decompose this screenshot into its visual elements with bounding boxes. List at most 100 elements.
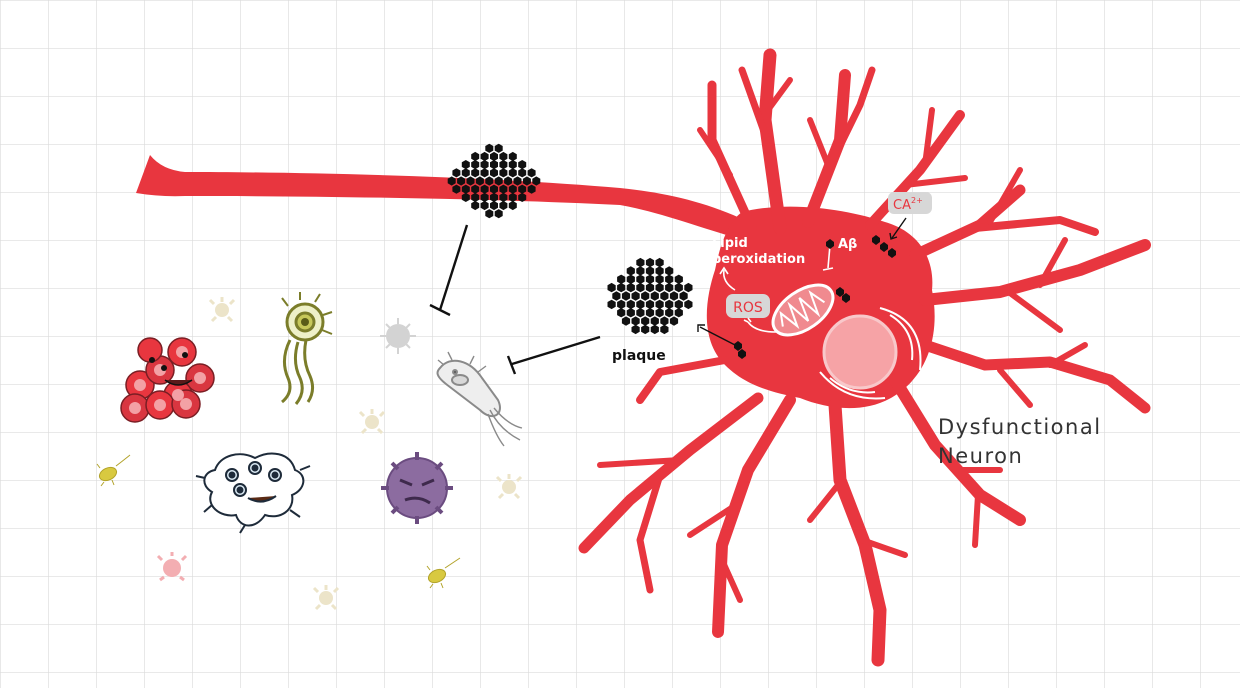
plaque-particle [626,299,635,310]
plaque-particle [650,324,659,335]
plaque-particle [650,291,659,301]
plaque-particle [480,184,489,194]
abeta-label: Aβ [838,237,857,252]
ros-label: ROS [733,300,763,316]
plaque-particle [485,176,494,186]
plaque-particle [636,308,645,318]
plaque-particle [457,176,466,186]
plaque-particle [617,274,626,284]
calcium-label: CA2+ [893,196,923,213]
microglia-microbe [195,452,311,534]
plaque-particle [518,160,527,170]
flagellated-microbe [280,292,333,405]
plaque-particle [499,151,508,162]
plaque-particle [499,200,508,211]
plaque-particle [499,184,508,194]
plaque-particle [499,160,508,170]
plaque-particle [494,176,503,186]
plaque-particle [674,282,683,293]
mitochondrion [771,283,835,337]
beige-microbe-1 [208,297,236,323]
plaque-particle [499,168,508,178]
plaque-particle [612,291,621,301]
plaque-particle [684,299,693,310]
nucleus [819,307,922,400]
ros-box: ROS [726,294,770,318]
plaque-particle [617,282,626,293]
plaque-particle [626,308,635,318]
plaque-particle [665,299,674,310]
red-blood-cell-cluster [120,337,215,423]
plaque-particle [655,274,664,284]
plaque-particle [518,168,527,178]
plaque-particle [508,160,517,170]
yellow-microbe-1 [96,454,131,487]
plaque-particle [461,160,470,170]
plaque-particle [480,168,489,178]
plaque-particle [655,308,664,318]
plaque-particle [626,274,635,284]
plaque-particle [645,282,655,293]
amyloid-fragments [734,235,896,359]
virus-grey [380,318,416,354]
plaque-particle [631,316,640,326]
plaque-particle [504,176,513,186]
plaque-particle [447,176,456,186]
plaque-particle [471,160,480,170]
plaque-particle [645,257,655,268]
bacterium-grey [436,351,523,447]
plaque-particle [532,176,541,186]
axon [136,155,760,245]
plaque-particle [636,282,645,293]
plaque-particle [617,308,626,318]
plaque-particle [490,151,498,162]
plaque-particle [508,168,517,178]
plaque-particle [669,291,679,301]
plaque-particle [617,299,626,310]
plaque-particle [490,160,498,170]
plaque-particle [461,184,470,194]
plaque-particle [513,176,522,186]
plaque-particle [641,316,650,326]
calcium-box: CA2+ [888,192,932,214]
plaque-particle [636,274,645,284]
plaque-particle [480,192,489,202]
plaque-particle [508,192,517,202]
plaque-particle [621,291,631,301]
pink-microbe [156,552,188,582]
dendrites [578,48,1151,667]
plaque-particle [461,168,470,178]
plaque-particle [645,308,655,318]
plaque-particle [494,143,503,153]
plaque-particle [665,282,674,293]
plaque-particle [508,184,517,194]
plaque-particle [471,168,480,178]
plaque-particle [471,200,480,211]
plaque-particle [626,282,635,293]
plaque-particle [480,151,489,162]
plaque-particle [674,274,683,284]
plaque-particle [466,176,475,186]
lipid-label-line2: peroxidation [712,252,805,267]
plaque [607,257,693,335]
plaque-particle [645,266,655,276]
plaque-particle [645,299,655,310]
plaque-particle [452,168,461,178]
plaque-particle [650,316,659,326]
plaque-particle [621,316,631,326]
plaque-particle [471,184,480,194]
plaque-particle [494,209,503,219]
soma-arrows [719,244,834,333]
plaque-particle [518,184,527,194]
plaque-particle [471,192,480,202]
plaque-particle [674,299,683,310]
plaque-particle [499,192,508,202]
plaque-particle [475,176,484,186]
plaque-particle [641,291,650,301]
plaque-particle [527,184,536,194]
plaque-particle [518,192,527,202]
plaque-label: plaque [612,348,666,364]
plaque-particle [655,257,664,268]
